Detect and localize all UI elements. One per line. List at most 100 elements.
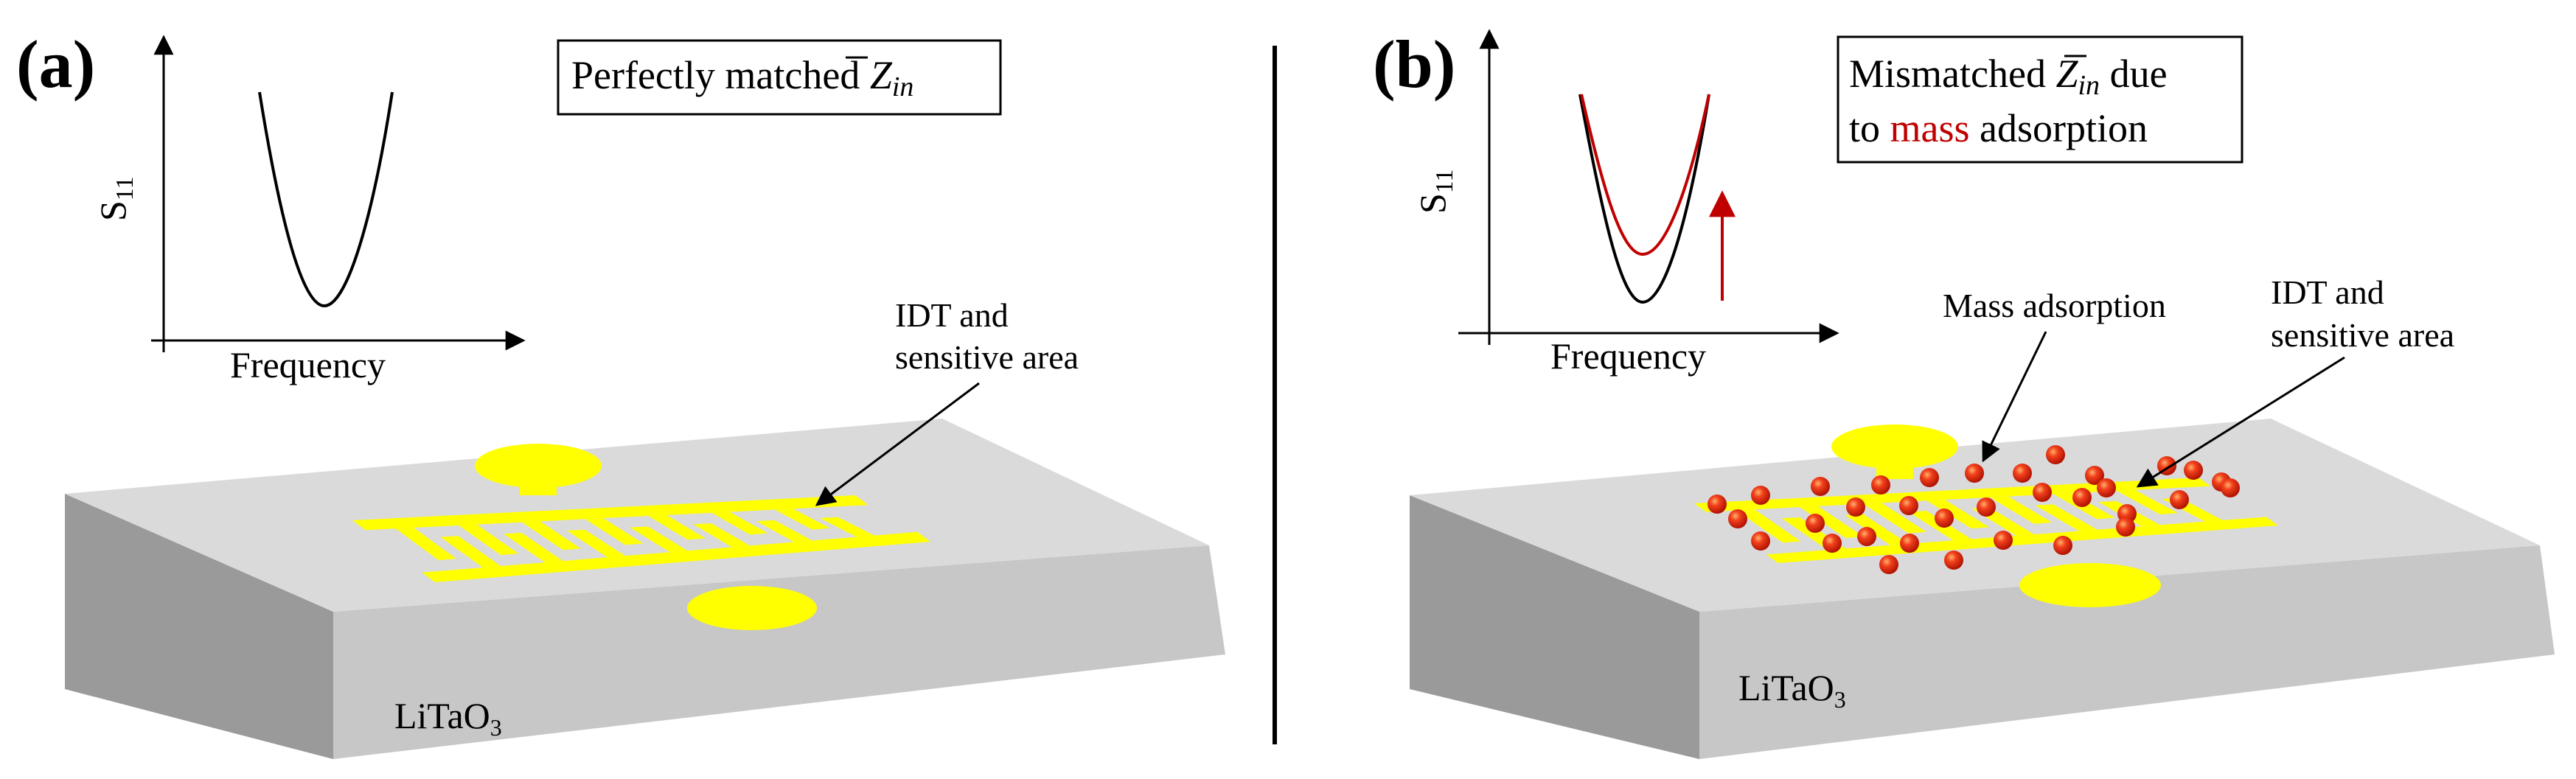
panel-b-idt-finger — [1990, 496, 2053, 524]
panel-b-x-axis-label: Frequency — [1550, 335, 1706, 377]
panel-b-substrate-front — [1699, 545, 2555, 759]
adsorbed-particle — [1751, 531, 1770, 551]
panel-b-mass-arrow — [1982, 331, 2047, 463]
adsorbed-particle — [1811, 477, 1830, 496]
panel-b: (b) S11 Frequency Mismatched Zin due to … — [1373, 27, 2555, 759]
panel-a-idt-finger — [648, 514, 706, 540]
panel-a-idt-finger — [521, 521, 581, 551]
panel-a-idt-finger — [566, 529, 626, 558]
panel-a-annotation-arrow — [815, 382, 980, 506]
panel-b-substrate-top — [1410, 419, 2540, 612]
panel-b-idt-finger — [1926, 500, 1990, 529]
adsorbed-particle — [2033, 483, 2052, 502]
panel-a-y-axis-label: S11 — [92, 176, 139, 221]
panel-a-idt-finger — [459, 524, 519, 556]
adsorbed-particle — [2072, 488, 2092, 507]
adsorbed-particle — [2184, 461, 2203, 480]
adsorbed-particle — [2116, 517, 2135, 537]
panel-a-idt-finger — [395, 527, 456, 561]
panel-a-idt-fingers — [352, 495, 930, 582]
adsorbed-particle — [1935, 509, 1954, 528]
panel-a-substrate-front — [333, 545, 1225, 759]
panel-b-idt-top-bus — [1694, 478, 2211, 512]
adsorbed-particle — [1900, 534, 1919, 553]
panel-a-idt-finger — [585, 518, 644, 545]
adsorbed-particle — [1806, 514, 1825, 533]
panel-a-matched-curve — [258, 91, 394, 308]
adsorbed-particle — [2085, 466, 2104, 485]
panel-b-matched-curve — [1578, 94, 1710, 304]
panel-a-idt-finger — [819, 517, 875, 537]
adsorbed-particle — [1846, 497, 1865, 517]
panel-b-annotation-arrow — [2136, 356, 2345, 488]
adsorbed-particle — [2097, 478, 2116, 497]
panel-a-idt-finger — [504, 532, 563, 563]
panel-a-idt-bottom-bus — [422, 531, 930, 582]
panel-a-idt-finger — [440, 536, 501, 568]
adsorbed-particle — [2053, 536, 2072, 555]
panel-b-substrate: LiTaO3 — [1410, 419, 2555, 759]
panel-a-idt-finger — [774, 509, 830, 530]
adsorbed-particle — [2046, 445, 2065, 464]
panel-a-idt — [352, 444, 930, 630]
adsorbed-particle — [1899, 496, 1918, 515]
panel-b-idt-bottom-bus — [1766, 517, 2278, 563]
panel-b-mass-label: Mass adsorption — [1943, 287, 2166, 324]
adsorbed-particle — [1857, 527, 1876, 546]
panel-b-idt-finger — [1863, 503, 1927, 534]
panel-b-label: (b) — [1373, 27, 1455, 102]
panel-b-idt-finger — [2035, 504, 2098, 531]
panel-b-annotation-line2: sensitive area — [2271, 316, 2454, 354]
panel-b-annotation-line1: IDT and — [2271, 273, 2384, 311]
adsorbed-particle — [1879, 555, 1898, 574]
panel-b-status-line2: to mass adsorption — [1849, 106, 2148, 150]
panel-b-substrate-label: LiTaO3 — [1738, 667, 1846, 713]
panel-b-s11-plot: S11 Frequency — [1412, 29, 1839, 377]
panel-a-top-pad-neck — [520, 478, 557, 495]
panel-b-status-box: Mismatched Zin due to mass adsorption — [1837, 35, 2243, 164]
adsorbed-particle — [1965, 464, 1984, 483]
panel-a-idt-finger — [756, 520, 812, 542]
adsorbed-particle — [1823, 534, 1842, 553]
adsorbed-particle — [1920, 468, 1939, 487]
panel-a-substrate-left-side — [65, 494, 333, 759]
panel-b-idt-annotation: IDT and sensitive area — [2136, 273, 2454, 488]
panel-a-annotation-line1: IDT and — [895, 296, 1009, 334]
panel-a-bottom-pad — [687, 586, 817, 630]
adsorbed-particle — [1994, 531, 2013, 550]
adsorbed-particle — [1871, 475, 1890, 495]
panel-a-status-frame — [557, 39, 1002, 116]
panel-b-substrate-left-side — [1410, 495, 1699, 759]
panel-a: (a) S11 Frequency Perfectly matched Zin … — [16, 27, 1225, 759]
panel-a-annotation-line2: sensitive area — [895, 338, 1079, 376]
panel-b-top-pad — [1831, 425, 1958, 469]
panel-a-idt-top-bus — [352, 495, 868, 531]
panel-a-idt-annotation: IDT and sensitive area — [815, 296, 1079, 506]
panel-a-status-text: Perfectly matched Zin — [571, 53, 913, 102]
adsorbed-particle — [1944, 551, 1963, 570]
panel-b-mismatched-curve — [1580, 94, 1710, 256]
panel-b-idt-finger — [1736, 509, 1801, 543]
adsorbed-particle — [1708, 495, 1727, 514]
panel-a-idt-finger — [711, 511, 768, 535]
panel-b-top-pad-neck — [1876, 458, 1913, 479]
panel-a-status-box: Perfectly matched Zin — [557, 39, 1002, 116]
adsorbed-particle — [2221, 478, 2240, 497]
panel-b-status-line1: Mismatched Zin due — [1849, 52, 2168, 101]
panel-a-x-axis-label: Frequency — [230, 344, 386, 385]
panel-b-idt-finger — [2117, 489, 2178, 514]
panel-a-s11-plot: S11 Frequency — [92, 35, 526, 385]
panel-a-idt-finger — [693, 523, 751, 548]
panel-a-label: (a) — [16, 27, 95, 102]
adsorbed-particle — [2170, 490, 2189, 509]
panel-a-idt-finger — [630, 526, 688, 553]
panel-b-bottom-pad — [2019, 563, 2161, 607]
adsorbed-particle — [1728, 509, 1747, 528]
adsorbed-particle — [2013, 464, 2032, 483]
panel-b-idt-finger — [1845, 514, 1909, 545]
panel-b-y-axis-label: S11 — [1412, 169, 1458, 214]
adsorbed-particle — [1751, 486, 1770, 505]
panel-a-substrate-label: LiTaO3 — [394, 695, 502, 741]
adsorbed-particle — [1977, 497, 1996, 517]
